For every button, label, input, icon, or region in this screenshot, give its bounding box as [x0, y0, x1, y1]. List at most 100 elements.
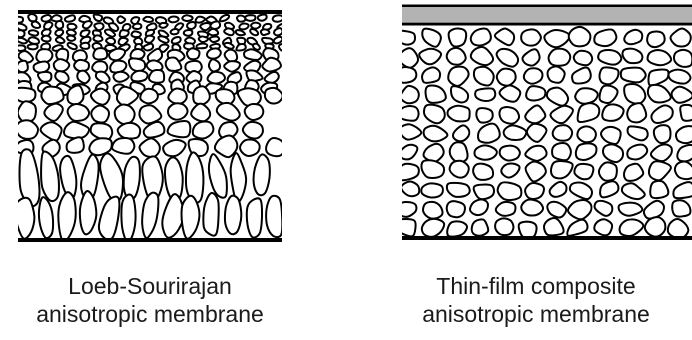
pore-cell — [448, 67, 468, 86]
pore-cell — [472, 219, 489, 235]
pore-cell — [193, 86, 210, 104]
pore-cell — [651, 144, 672, 161]
pore-cell — [158, 36, 168, 43]
pore-cell — [498, 182, 522, 200]
pore-cell — [224, 61, 240, 72]
pore-cell — [168, 121, 191, 137]
pore-cell — [184, 30, 193, 36]
macrovoid-pore — [99, 197, 119, 240]
pore-cell — [474, 185, 494, 200]
pore-cell — [168, 89, 186, 104]
loeb-sourirajan-panel: Loeb-Sourirajan anisotropic membrane — [0, 0, 300, 340]
pore-cell — [595, 201, 613, 216]
pore-cell — [396, 202, 416, 217]
pore-cell — [453, 125, 469, 141]
pore-cell — [544, 30, 569, 47]
pore-cell — [424, 126, 448, 142]
caption-line-2: anisotropic membrane — [380, 300, 692, 328]
pore-cell — [217, 103, 240, 121]
pore-cell — [521, 29, 541, 45]
pore-cell — [210, 21, 220, 29]
macrovoid-pore — [80, 191, 96, 234]
pore-cell — [131, 71, 147, 81]
pore-cell — [501, 164, 519, 178]
pore-cell — [519, 222, 537, 238]
pore-cell — [497, 69, 516, 86]
pore-cell — [94, 15, 102, 22]
pore-cell — [568, 200, 591, 219]
pore-cell — [224, 43, 233, 49]
pore-cell — [601, 127, 621, 144]
pore-cell — [574, 51, 592, 65]
pore-cell — [497, 49, 518, 67]
pore-cell — [238, 88, 261, 105]
pore-cell — [193, 121, 214, 138]
pore-cell — [422, 219, 444, 237]
pore-cell — [265, 88, 283, 104]
pore-cell — [603, 144, 623, 162]
pore-cell — [624, 30, 642, 44]
pore-cell — [525, 146, 546, 161]
pore-cell — [265, 72, 279, 83]
pore-cell — [649, 161, 671, 180]
pore-cell — [521, 199, 543, 215]
pore-cell — [547, 66, 564, 82]
macrovoid-pore — [100, 153, 123, 201]
pore-cell — [422, 29, 441, 47]
pore-cell — [499, 107, 519, 124]
pore-cell — [129, 58, 145, 71]
pore-cell — [172, 37, 181, 43]
macrovoid-pore — [142, 193, 158, 238]
pore-cell — [495, 29, 514, 46]
pore-cell — [673, 182, 692, 198]
pore-cell — [140, 138, 160, 157]
macrovoid-pore — [182, 196, 200, 239]
pore-cell — [17, 38, 27, 43]
pore-cell — [245, 104, 264, 120]
pore-cell — [447, 106, 469, 122]
pore-cell — [274, 37, 283, 44]
pore-cell — [621, 68, 646, 83]
pore-cell — [578, 103, 600, 122]
pore-cell — [574, 164, 593, 179]
pore-cell — [524, 68, 543, 84]
loeb-sourirajan-caption: Loeb-Sourirajan anisotropic membrane — [0, 272, 300, 328]
pore-cell — [547, 202, 566, 218]
pore-cell — [266, 138, 285, 156]
pore-cell — [77, 71, 89, 84]
pore-cell — [41, 122, 62, 140]
pore-cell — [650, 181, 668, 198]
pore-cell — [32, 22, 40, 28]
pore-cell — [672, 200, 690, 216]
pore-cell — [619, 203, 643, 216]
pore-cell — [209, 59, 220, 71]
thin-film-selective-layer — [402, 7, 692, 22]
pore-cell — [44, 22, 52, 29]
pore-cell — [551, 161, 573, 178]
pore-cell — [447, 48, 466, 65]
pore-cell — [419, 49, 441, 65]
loeb-sourirajan-membrane-diagram — [0, 0, 300, 250]
pore-cell — [525, 105, 545, 123]
pore-cell — [651, 105, 672, 123]
pore-cell — [54, 59, 70, 71]
pore-cell — [67, 137, 84, 152]
pore-cell — [56, 21, 64, 29]
pore-cell — [447, 183, 470, 197]
pore-cell — [140, 89, 158, 104]
pore-cell — [236, 30, 245, 35]
pore-cell — [196, 44, 207, 49]
pore-cell — [676, 126, 692, 143]
macrovoid-pore — [247, 198, 262, 237]
pore-cell — [400, 86, 418, 103]
pore-cell — [620, 219, 644, 236]
pore-cell — [199, 36, 208, 42]
pore-cell — [451, 86, 468, 102]
pore-cell — [602, 104, 623, 120]
pore-cell — [495, 218, 513, 235]
pore-cell — [133, 24, 141, 29]
pore-cell — [552, 143, 571, 160]
macrovoid-pore — [254, 154, 270, 195]
pore-cell — [163, 140, 185, 156]
pore-cell — [668, 70, 690, 84]
